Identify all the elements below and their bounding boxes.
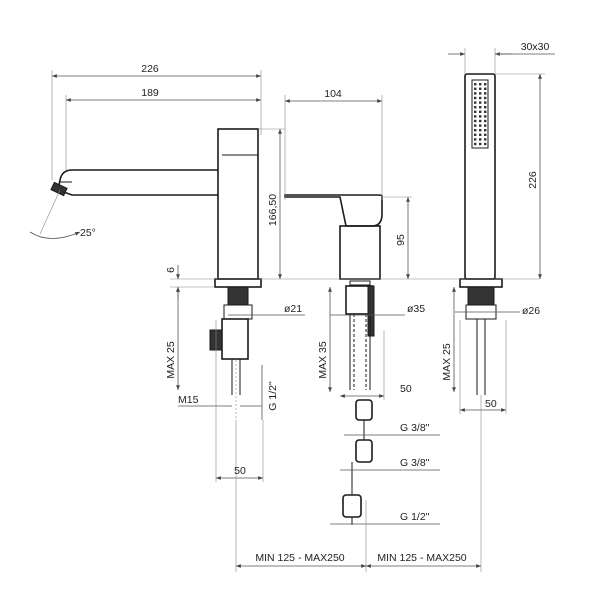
dim-hose-g38-a: G 3/8"	[400, 422, 430, 434]
dim-width-50-mid: 50	[400, 383, 412, 395]
nozzle-dot	[484, 83, 487, 86]
nozzle-dot	[474, 129, 477, 132]
dim-spacing-left: MIN 125 - MAX250	[255, 552, 344, 564]
dim-hose-g12: G 1/2"	[400, 511, 430, 523]
nozzle-dot	[479, 133, 482, 136]
nozzle-dot	[484, 96, 487, 100]
nozzle-dot	[474, 87, 477, 90]
nozzle-dot	[479, 138, 482, 141]
nozzle-dot	[484, 129, 487, 132]
dim-spout-pipe-dia: ø21	[284, 303, 302, 315]
nozzle-dot	[474, 133, 477, 136]
dim-thread-m15: M15	[178, 394, 199, 406]
dim-spout-reach: 189	[141, 87, 159, 99]
nozzle-dot	[474, 142, 477, 146]
spout-body	[50, 128, 262, 420]
nozzle-dot	[479, 119, 482, 123]
dim-deck-gap: 6	[165, 267, 177, 273]
mixer-body	[284, 194, 383, 525]
nozzle-dot	[474, 124, 477, 127]
nozzle-dot	[479, 142, 482, 146]
dim-shower-pipe-dia: ø26	[522, 305, 540, 317]
nozzle-dot	[484, 101, 487, 104]
nozzle-dot	[484, 92, 487, 95]
hand-shower	[459, 73, 503, 395]
nozzle-dot	[479, 110, 482, 113]
dim-hose-g38-b: G 3/8"	[400, 457, 430, 469]
nozzle-dot	[479, 129, 482, 132]
nozzle-dot	[484, 138, 487, 141]
dim-shower-height: 226	[527, 171, 539, 189]
dim-deck-left: MAX 25	[165, 341, 177, 379]
nozzle-dot	[484, 115, 487, 118]
nozzle-dot	[474, 106, 477, 109]
nozzle-dot	[484, 142, 487, 146]
nozzle-dot	[474, 96, 477, 100]
dim-spacing-right: MIN 125 - MAX250	[377, 552, 466, 564]
nozzle-dot	[479, 92, 482, 95]
nozzle-dot	[479, 106, 482, 109]
nozzle-dot	[484, 133, 487, 136]
nozzle-dot	[474, 101, 477, 104]
dim-mixer-height: 95	[395, 234, 407, 246]
nozzle-dot	[484, 119, 487, 123]
shower-nozzles	[474, 83, 487, 146]
nozzle-dot	[474, 119, 477, 123]
nozzle-dot	[484, 106, 487, 109]
nozzle-dot	[484, 87, 487, 90]
nozzle-dot	[479, 101, 482, 104]
nozzle-dot	[479, 115, 482, 118]
dim-width-50-left: 50	[234, 465, 246, 477]
nozzle-dot	[474, 138, 477, 141]
nozzle-dot	[474, 92, 477, 95]
nozzle-dot	[474, 115, 477, 118]
dim-shower-size: 30x30	[521, 41, 550, 53]
dim-deck-mid: MAX 35	[317, 341, 329, 379]
nozzle-dot	[474, 110, 477, 113]
dim-width-50-right: 50	[485, 398, 497, 410]
dim-angle: 25°	[80, 227, 96, 239]
dim-spout-total: 226	[141, 63, 159, 75]
dim-mixer-pipe-dia: ø35	[407, 303, 425, 315]
nozzle-dot	[479, 83, 482, 86]
nozzle-dot	[484, 124, 487, 127]
nozzle-dot	[474, 83, 477, 86]
dim-spout-height: 166,50	[267, 194, 279, 226]
dim-deck-right: MAX 25	[441, 343, 453, 381]
nozzle-dot	[479, 124, 482, 127]
nozzle-dot	[479, 87, 482, 90]
nozzle-dot	[479, 96, 482, 100]
dimension-lines	[29, 48, 555, 572]
nozzle-dot	[484, 110, 487, 113]
dim-thread-g12-left: G 1/2"	[267, 381, 279, 411]
dim-mixer-width: 104	[324, 88, 342, 100]
